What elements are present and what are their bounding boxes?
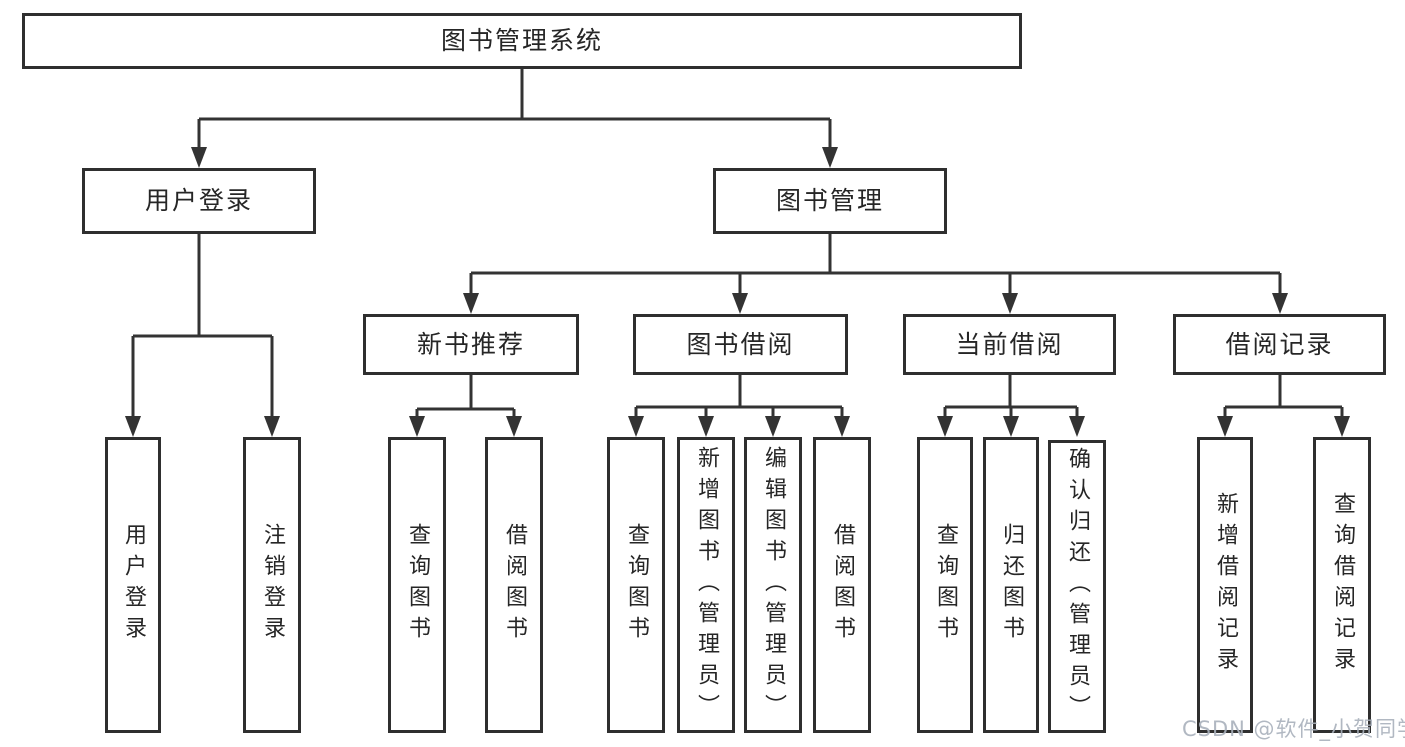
- arrowhead-icon: [1069, 416, 1085, 437]
- node-label: 编辑图书（管理员）: [761, 445, 786, 725]
- arrowhead-icon: [765, 416, 781, 437]
- node-label: 确认归还（管理员）: [1065, 447, 1090, 726]
- node-label: 查询图书: [405, 523, 430, 647]
- node-label: 新增借阅记录: [1213, 492, 1238, 678]
- node-label: 归还图书: [999, 523, 1024, 647]
- node-label: 新书推荐: [416, 329, 525, 359]
- leaf-bb-query-books: 查询图书: [607, 437, 665, 733]
- node-current-borrowing: 当前借阅: [903, 314, 1116, 375]
- leaf-cb-confirm-return-admin: 确认归还（管理员）: [1048, 440, 1106, 733]
- arrowhead-icon: [698, 416, 714, 437]
- node-user-login: 用户登录: [82, 168, 316, 234]
- arrowhead-icon: [822, 147, 838, 168]
- leaf-rec-query-books: 查询图书: [388, 437, 446, 733]
- node-label: 查询图书: [933, 523, 958, 647]
- arrowhead-icon: [506, 416, 522, 437]
- arrowhead-icon: [1003, 416, 1019, 437]
- node-label: 用户登录: [144, 186, 253, 215]
- leaf-bb-borrow-books: 借阅图书: [813, 437, 871, 733]
- node-book-borrowing: 图书借阅: [633, 314, 848, 375]
- node-library-management-system: 图书管理系统: [22, 13, 1022, 69]
- arrowhead-icon: [409, 416, 425, 437]
- leaf-bb-edit-books-admin: 编辑图书（管理员）: [744, 437, 802, 733]
- node-label: 图书管理: [775, 186, 884, 215]
- node-label: 注销登录: [260, 523, 285, 647]
- node-label: 查询借阅记录: [1330, 492, 1355, 678]
- csdn-watermark: CSDN @软件_小贺同学: [1182, 717, 1405, 741]
- node-new-book-recommendation: 新书推荐: [363, 314, 579, 375]
- arrowhead-icon: [732, 293, 748, 314]
- leaf-logout: 注销登录: [243, 437, 301, 733]
- node-label: 用户登录: [121, 523, 146, 647]
- leaf-br-query-record: 查询借阅记录: [1313, 437, 1371, 733]
- arrowhead-icon: [463, 293, 479, 314]
- node-label: 图书借阅: [686, 329, 795, 359]
- node-label: 借阅图书: [830, 523, 855, 647]
- arrowhead-icon: [125, 416, 141, 437]
- node-label: 借阅图书: [502, 523, 527, 647]
- node-book-management: 图书管理: [713, 168, 947, 234]
- connector-path: [131, 69, 1344, 421]
- leaf-br-add-record: 新增借阅记录: [1197, 437, 1253, 733]
- arrowhead-icon: [264, 416, 280, 437]
- leaf-bb-add-books-admin: 新增图书（管理员）: [677, 437, 735, 733]
- node-borrowing-records: 借阅记录: [1173, 314, 1386, 375]
- arrowhead-icon: [1334, 416, 1350, 437]
- arrowhead-icon: [1002, 293, 1018, 314]
- arrowhead-icon: [191, 147, 207, 168]
- node-label: 新增图书（管理员）: [694, 445, 719, 725]
- arrowhead-icon: [628, 416, 644, 437]
- leaf-cb-query-books: 查询图书: [917, 437, 973, 733]
- node-label: 当前借阅: [955, 329, 1064, 359]
- arrowhead-icon: [937, 416, 953, 437]
- arrowhead-icon: [834, 416, 850, 437]
- arrowhead-icon: [1272, 293, 1288, 314]
- node-label: 图书管理系统: [440, 26, 603, 55]
- leaf-cb-return-books: 归还图书: [983, 437, 1039, 733]
- node-label: 查询图书: [624, 523, 649, 647]
- arrowhead-icon: [1217, 416, 1233, 437]
- node-label: 借阅记录: [1225, 329, 1334, 359]
- leaf-rec-borrow-books: 借阅图书: [485, 437, 543, 733]
- leaf-user-login: 用户登录: [105, 437, 161, 733]
